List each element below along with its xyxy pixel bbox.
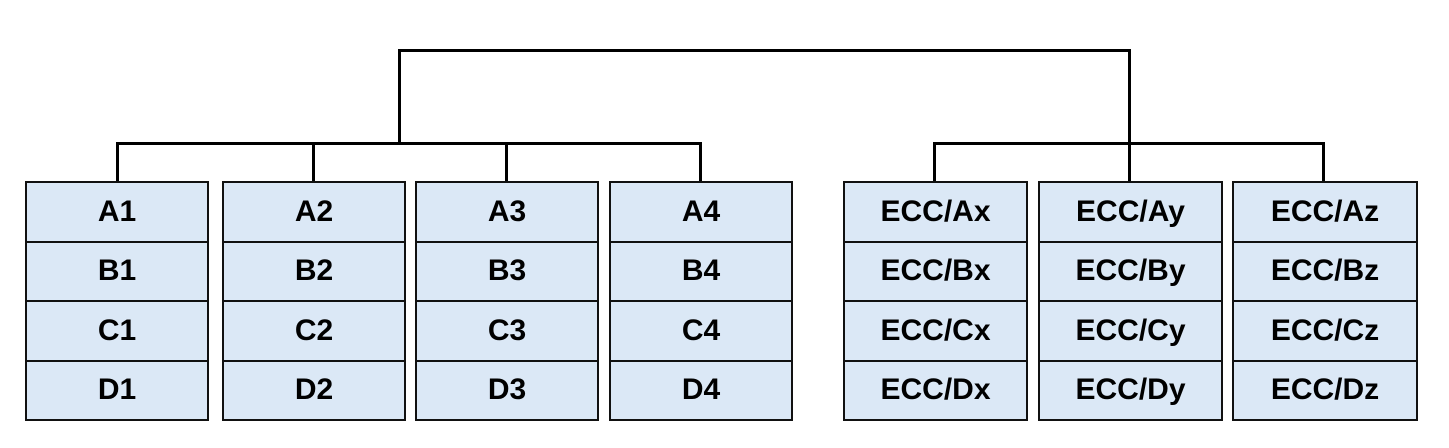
connector-stub-table-ecc-z	[1322, 142, 1325, 182]
table-a3-group: A3 B3 C3 D3	[415, 181, 599, 421]
table-cell: B2	[224, 242, 404, 302]
table-cell: ECC/By	[1040, 242, 1221, 302]
table-cell: ECC/Az	[1234, 183, 1416, 243]
connector-root-horizontal	[398, 49, 1131, 52]
table-cell: ECC/Bz	[1234, 242, 1416, 302]
table-cell: D3	[417, 361, 597, 419]
table-cell: ECC/Dz	[1234, 361, 1416, 419]
connector-stub-table-a1	[116, 142, 119, 182]
table-ecc-z-group: ECC/Az ECC/Bz ECC/Cz ECC/Dz	[1232, 181, 1418, 421]
table-cell: ECC/Cz	[1234, 302, 1416, 362]
table-cell: C4	[611, 302, 791, 362]
table-cell: D1	[27, 361, 207, 419]
connector-stub-table-a3	[505, 142, 508, 182]
table-cell: B1	[27, 242, 207, 302]
connector-stub-table-a4	[699, 142, 702, 182]
table-cell: A4	[611, 183, 791, 243]
table-ecc-y-group: ECC/Ay ECC/By ECC/Cy ECC/Dy	[1038, 181, 1223, 421]
table-cell: A1	[27, 183, 207, 243]
table-ecc-x-group: ECC/Ax ECC/Bx ECC/Cx ECC/Dx	[843, 181, 1028, 421]
connector-right-branch-horizontal	[933, 142, 1325, 145]
connector-left-branch-horizontal	[116, 142, 702, 145]
connector-stub-table-a2	[312, 142, 315, 182]
table-cell: C2	[224, 302, 404, 362]
table-cell: A3	[417, 183, 597, 243]
table-cell: ECC/Cy	[1040, 302, 1221, 362]
connector-stub-table-ecc-x	[933, 142, 936, 182]
table-cell: ECC/Dx	[845, 361, 1026, 419]
table-cell: C3	[417, 302, 597, 362]
table-cell: ECC/Cx	[845, 302, 1026, 362]
table-cell: D2	[224, 361, 404, 419]
table-cell: C1	[27, 302, 207, 362]
connector-root-right-vertical	[1128, 49, 1131, 181]
table-cell: ECC/Dy	[1040, 361, 1221, 419]
table-cell: A2	[224, 183, 404, 243]
table-cell: D4	[611, 361, 791, 419]
table-cell: B3	[417, 242, 597, 302]
table-cell: ECC/Ax	[845, 183, 1026, 243]
connector-root-left-vertical	[398, 49, 401, 145]
table-a1-group: A1 B1 C1 D1	[25, 181, 209, 421]
table-cell: B4	[611, 242, 791, 302]
table-cell: ECC/Bx	[845, 242, 1026, 302]
table-cell: ECC/Ay	[1040, 183, 1221, 243]
table-a2-group: A2 B2 C2 D2	[222, 181, 406, 421]
table-a4-group: A4 B4 C4 D4	[609, 181, 793, 421]
